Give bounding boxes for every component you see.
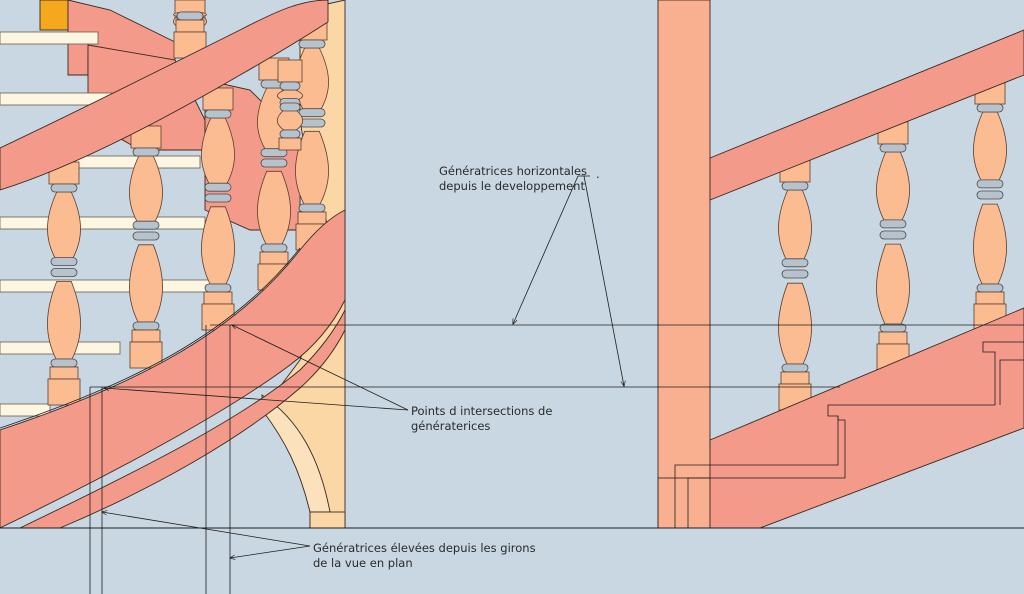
- stringer-foot: [309, 511, 346, 529]
- stair-profile-inner-2: [999, 359, 1024, 405]
- step-nosing: [0, 279, 216, 293]
- baluster: [973, 81, 1007, 331]
- straight-handrail: [709, 29, 1024, 201]
- curved-stringer-lower: [0, 209, 346, 529]
- stair-profile-inner: [687, 416, 846, 528]
- label-raised-generatrices-2: de la vue en plan: [313, 556, 413, 570]
- label-dot: .: [596, 167, 600, 181]
- leader-p-2: [104, 388, 409, 411]
- step-nosing: [0, 216, 206, 230]
- step-nosing: [0, 403, 51, 417]
- leader-g-1: [102, 512, 311, 547]
- leader-lines: [102, 175, 624, 558]
- label-horizontal-generatrices-2: depuis le developpement: [439, 179, 585, 193]
- curved-stringer-foot: [19, 309, 346, 529]
- central-post: [657, 0, 711, 529]
- step-nosing: [0, 31, 99, 45]
- label-horizontal-generatrices-1: Génératrices horizontales: [439, 164, 587, 178]
- label-intersection-points-2: génératerices: [411, 419, 490, 433]
- leader-p-1: [232, 325, 409, 411]
- baluster: [129, 125, 163, 369]
- baluster: [173, 0, 207, 59]
- curved-staircase: [0, 0, 346, 529]
- baluster: [47, 161, 81, 406]
- curved-handrail-upper: [0, 0, 329, 191]
- balusters-right: [778, 81, 1007, 411]
- straight-staircase: [674, 29, 1024, 529]
- leader-g-2: [230, 545, 311, 558]
- leader-h-2: [583, 175, 624, 386]
- stringer-top-edge: [0, 247, 301, 429]
- label-raised-generatrices-1: Génératrices élevées depuis les girons: [313, 541, 536, 555]
- label-intersection-points-1: Points d intersections de: [411, 404, 552, 418]
- leader-h-1: [513, 175, 579, 324]
- stair-profile-outline: [674, 341, 1024, 528]
- straight-stringer: [709, 307, 1024, 529]
- orange-corner-block: [39, 0, 69, 31]
- baluster: [201, 87, 235, 331]
- baluster: [778, 159, 812, 411]
- baluster: [276, 59, 304, 151]
- construction-lines: [89, 324, 1024, 594]
